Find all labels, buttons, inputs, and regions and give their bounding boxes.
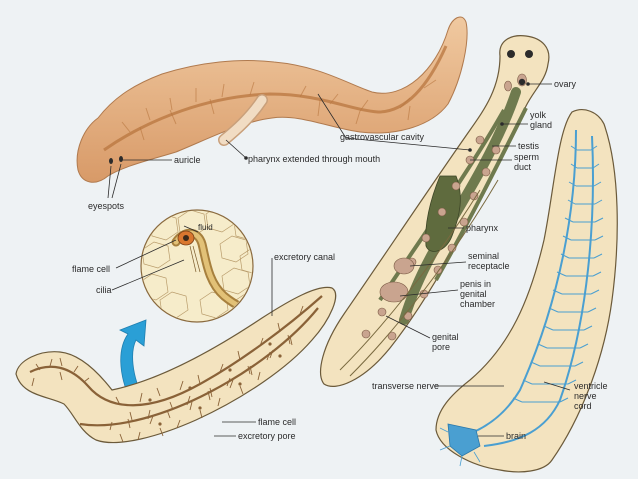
- label-eyespots: eyespots: [88, 201, 125, 211]
- label-seminal-1: seminal: [468, 251, 499, 261]
- label-genital-pore-1: genital: [432, 332, 459, 342]
- label-seminal-2: receptacle: [468, 261, 510, 271]
- label-genital-pore-2: pore: [432, 342, 450, 352]
- label-pharynx-extended: pharynx extended through mouth: [248, 154, 380, 164]
- label-penis-2: genital: [460, 289, 487, 299]
- label-ventricle-2: nerve: [574, 391, 597, 401]
- label-penis-3: chamber: [460, 299, 495, 309]
- leader-lines: [107, 83, 571, 437]
- reproductive-digestive-view: [320, 35, 550, 387]
- label-excretory-pore: excretory pore: [238, 431, 296, 441]
- label-auricle: auricle: [174, 155, 201, 165]
- planarian-external-view: [76, 16, 468, 183]
- label-flame-cell-top: flame cell: [72, 264, 110, 274]
- label-sperm-duct-1: sperm: [514, 152, 539, 162]
- label-transverse-nerve: transverse nerve: [372, 381, 439, 391]
- label-ovary: ovary: [554, 79, 577, 89]
- label-ventricle-3: cord: [574, 401, 592, 411]
- zoom-arrow-icon: [119, 319, 147, 401]
- label-gastrovascular-cavity: gastrovascular cavity: [340, 132, 425, 142]
- label-cilia: cilia: [96, 285, 112, 295]
- nervous-system-view: [435, 109, 618, 473]
- label-excretory-canal: excretory canal: [274, 252, 335, 262]
- label-yolk-gland-1: yolk: [530, 110, 547, 120]
- label-fluid: fluid: [198, 223, 213, 232]
- leader-dots: [244, 82, 530, 160]
- label-sperm-duct-2: duct: [514, 162, 532, 172]
- label-pharynx: pharynx: [466, 223, 499, 233]
- excretory-system-view: [15, 286, 337, 444]
- label-yolk-gland-2: gland: [530, 120, 552, 130]
- label-flame-cell-bottom: flame cell: [258, 417, 296, 427]
- label-testis: testis: [518, 141, 540, 151]
- label-brain: brain: [506, 431, 526, 441]
- label-penis-1: penis in: [460, 279, 491, 289]
- label-ventricle-1: ventricle: [574, 381, 608, 391]
